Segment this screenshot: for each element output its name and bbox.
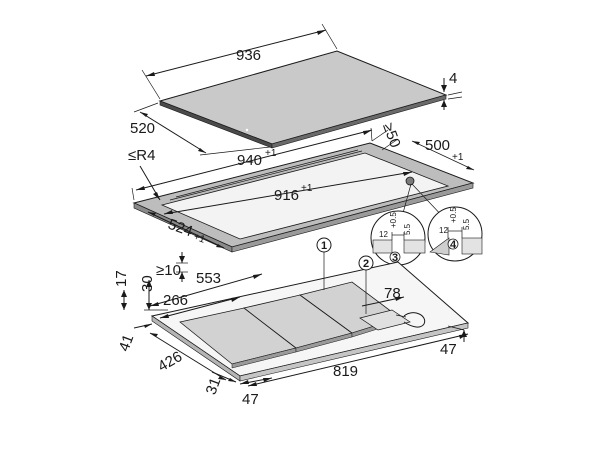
dimension-width-266: 266 — [159, 292, 241, 319]
label-47-right: 47 — [440, 341, 457, 358]
induction-unit — [150, 261, 470, 382]
dimension-unit-length: 819 — [247, 333, 469, 387]
detail-3-height: 5.5 — [403, 223, 412, 235]
dimension-offset-78: 78 — [361, 285, 405, 307]
label-41: 41 — [116, 332, 138, 353]
dimension-panel-width: 936 — [141, 23, 338, 100]
dimension-panel-depth: 520 — [130, 102, 271, 156]
dimension-unit-height: 30 — [139, 275, 168, 311]
dimension-frame-inner-width: 916 +1 — [163, 171, 413, 215]
frame-opening — [160, 152, 450, 240]
glass-top-surface — [158, 50, 448, 145]
label-916-tolerance: +1 — [301, 183, 313, 194]
label-916: 916 — [274, 187, 299, 204]
glass-cooktop-panel — [158, 50, 448, 149]
detail-3-section: 12 +0.5 5.5 3 — [370, 210, 426, 266]
label-819: 819 — [333, 363, 358, 380]
label-266: 266 — [163, 292, 188, 309]
callout-1: 1 — [316, 237, 332, 290]
dimension-front-margin-47: 47 — [239, 377, 273, 408]
label-500-tolerance: +1 — [452, 152, 464, 163]
label-4: 4 — [449, 70, 457, 87]
label-78: 78 — [384, 285, 401, 302]
dimension-right-margin-47: 47 — [440, 325, 467, 358]
label-30: 30 — [139, 275, 156, 292]
detail-4-height: 5.5 — [462, 218, 471, 230]
detail-3-number: 3 — [392, 252, 398, 264]
dimension-panel-thickness: 4 — [441, 70, 463, 110]
dimension-left-margin-41: 41 — [116, 323, 153, 354]
label-500: 500 — [425, 137, 450, 154]
detail-4-section: 12 +0.5 5.5 4 — [427, 206, 483, 262]
label-47-front: 47 — [242, 391, 259, 408]
label-17: 17 — [113, 270, 130, 287]
label-940: 940 — [237, 152, 262, 169]
dimension-width-553: 553 — [149, 270, 263, 307]
detail-4-number: 4 — [450, 239, 457, 251]
callout-1-number: 1 — [321, 240, 327, 252]
dimension-front-offset-31: 31 — [203, 371, 237, 397]
dimension-corner-radius: ≤R4 — [128, 147, 161, 201]
label-940-tolerance: +1 — [265, 148, 277, 159]
dimension-unit-left-height: 17 — [113, 270, 130, 310]
dimension-frame-depth-right: 500 +1 — [411, 137, 475, 171]
glass-right-edge — [271, 94, 447, 149]
power-cable — [403, 312, 426, 328]
callout-2: 2 — [358, 255, 374, 314]
label-50: ≥50 — [379, 121, 403, 150]
label-10: ≥10 — [156, 262, 181, 279]
label-31: 31 — [203, 375, 225, 396]
dimension-clearance: ≥10 — [156, 252, 188, 282]
detail-4-tolerance: +0.5 — [449, 207, 458, 223]
dimension-frame-outer-width: 940 +1 — [131, 127, 373, 201]
label-520: 520 — [130, 120, 155, 137]
frame-corner-detail-marker — [405, 176, 415, 186]
label-553: 553 — [196, 270, 221, 287]
detail-3-tolerance: +0.5 — [389, 212, 398, 228]
detail-4-width: 12 — [439, 226, 448, 235]
label-524-tolerance: +1 — [192, 231, 207, 245]
label-r4: ≤R4 — [128, 147, 155, 164]
detail-3-width: 12 — [379, 230, 388, 239]
callout-2-number: 2 — [363, 258, 369, 270]
glass-marker-dot — [245, 128, 249, 132]
label-936: 936 — [236, 47, 261, 64]
